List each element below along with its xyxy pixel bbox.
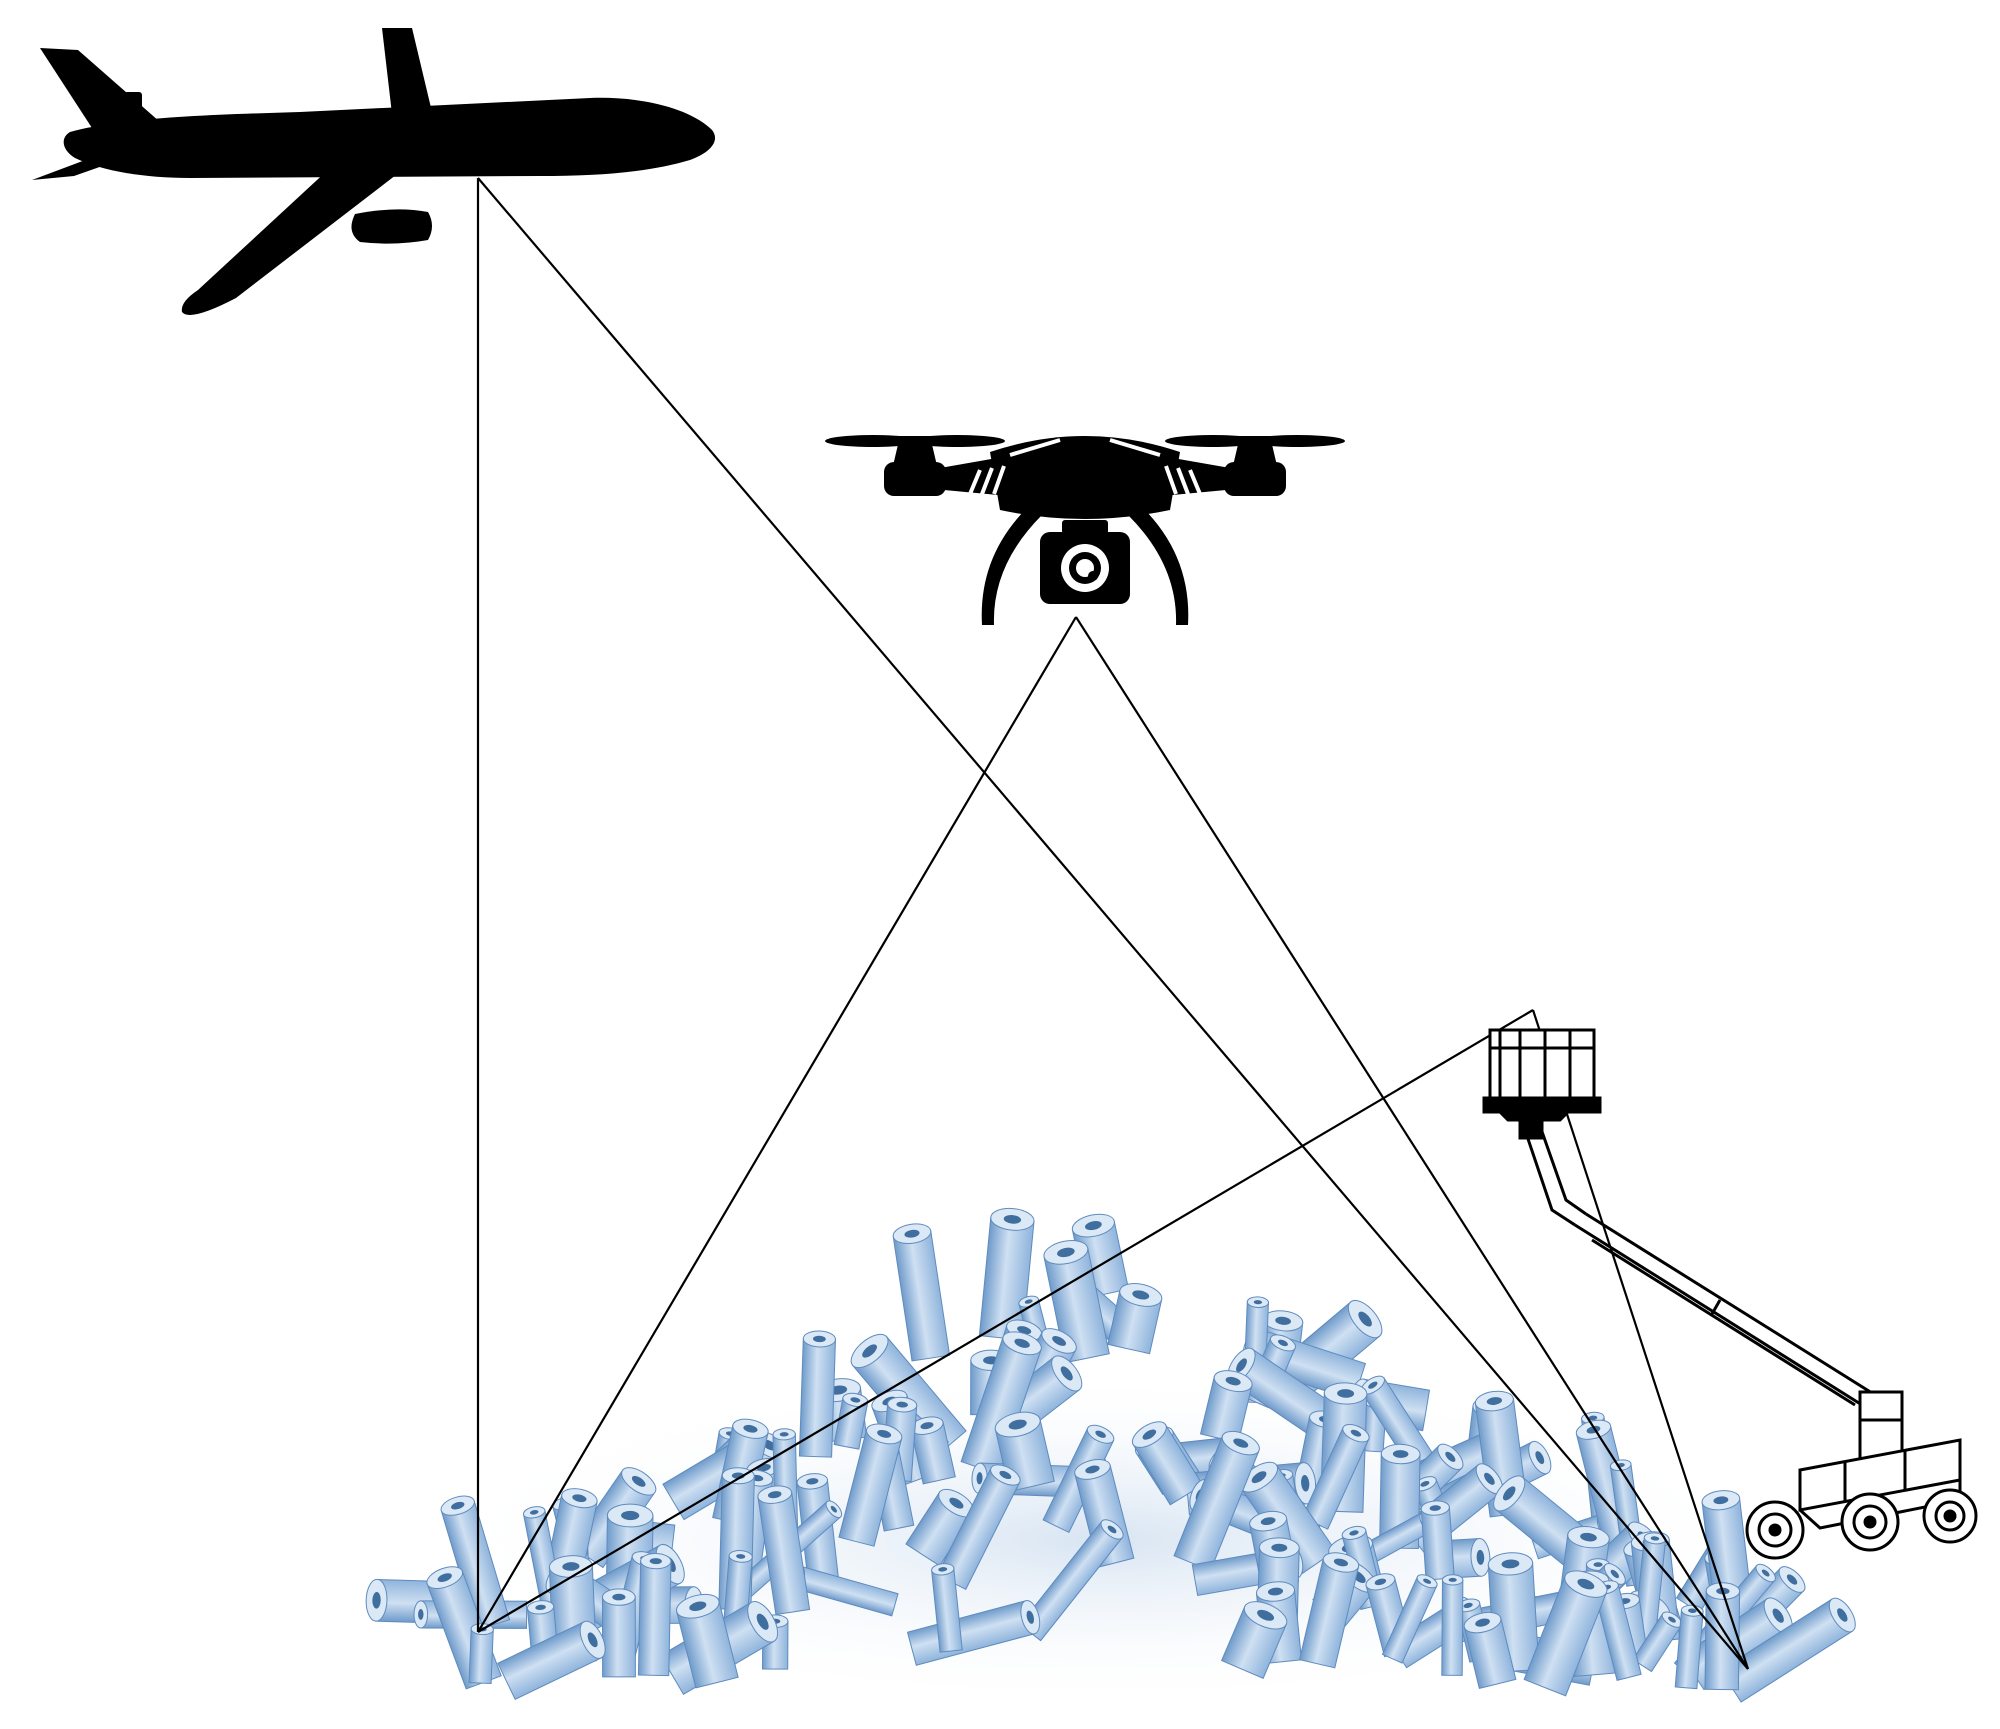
airplane-oblique-line — [477, 177, 1749, 1670]
debris-cylinder — [910, 1416, 956, 1485]
debris-cylinder — [833, 1392, 869, 1450]
debris-cylinder — [1441, 1574, 1464, 1676]
debris-cylinder — [1420, 1500, 1455, 1581]
drone-right-line — [1075, 616, 1749, 1670]
debris-cylinder — [440, 1495, 511, 1631]
debris-cylinder — [892, 1223, 951, 1362]
debris-cylinder — [1240, 1461, 1337, 1576]
boom-lift-icon — [1482, 1028, 1978, 1560]
debris-cylinder — [1704, 1582, 1741, 1691]
boom-lift-right-line — [1531, 1009, 1750, 1670]
debris-cylinder — [497, 1620, 606, 1700]
debris-cylinder — [637, 1553, 672, 1677]
debris-cylinder — [1173, 1430, 1260, 1572]
drone-left-line — [477, 616, 1077, 1633]
debris-cylinder — [1674, 1604, 1704, 1690]
debris-cylinder — [838, 1423, 903, 1547]
debris-pile-icon — [365, 1207, 1856, 1710]
debris-cylinder — [931, 1563, 963, 1653]
boom-lift-left-line — [477, 1009, 1534, 1633]
debris-cylinder — [1463, 1611, 1517, 1689]
debris-cylinder — [468, 1623, 494, 1685]
drone-icon — [825, 435, 1345, 625]
debris-cylinder — [1381, 1574, 1438, 1664]
debris-cylinder — [1107, 1282, 1163, 1355]
debris-cylinder — [1220, 1601, 1288, 1679]
debris-cylinder — [1199, 1370, 1253, 1444]
debris-cylinder — [1131, 1421, 1204, 1506]
sight-lines — [476, 177, 1750, 1670]
debris-cylinder — [1632, 1611, 1683, 1673]
debris-cylinder — [757, 1485, 811, 1616]
debris-cylinder — [723, 1550, 753, 1623]
debris-cylinder — [1301, 1424, 1370, 1530]
debris-cylinder — [601, 1588, 636, 1678]
debris-cylinder — [905, 1488, 975, 1567]
debris-cylinder — [1298, 1552, 1360, 1669]
debris-cylinder — [676, 1593, 739, 1689]
airplane-icon — [32, 28, 716, 315]
debris-cylinder — [1523, 1570, 1608, 1697]
